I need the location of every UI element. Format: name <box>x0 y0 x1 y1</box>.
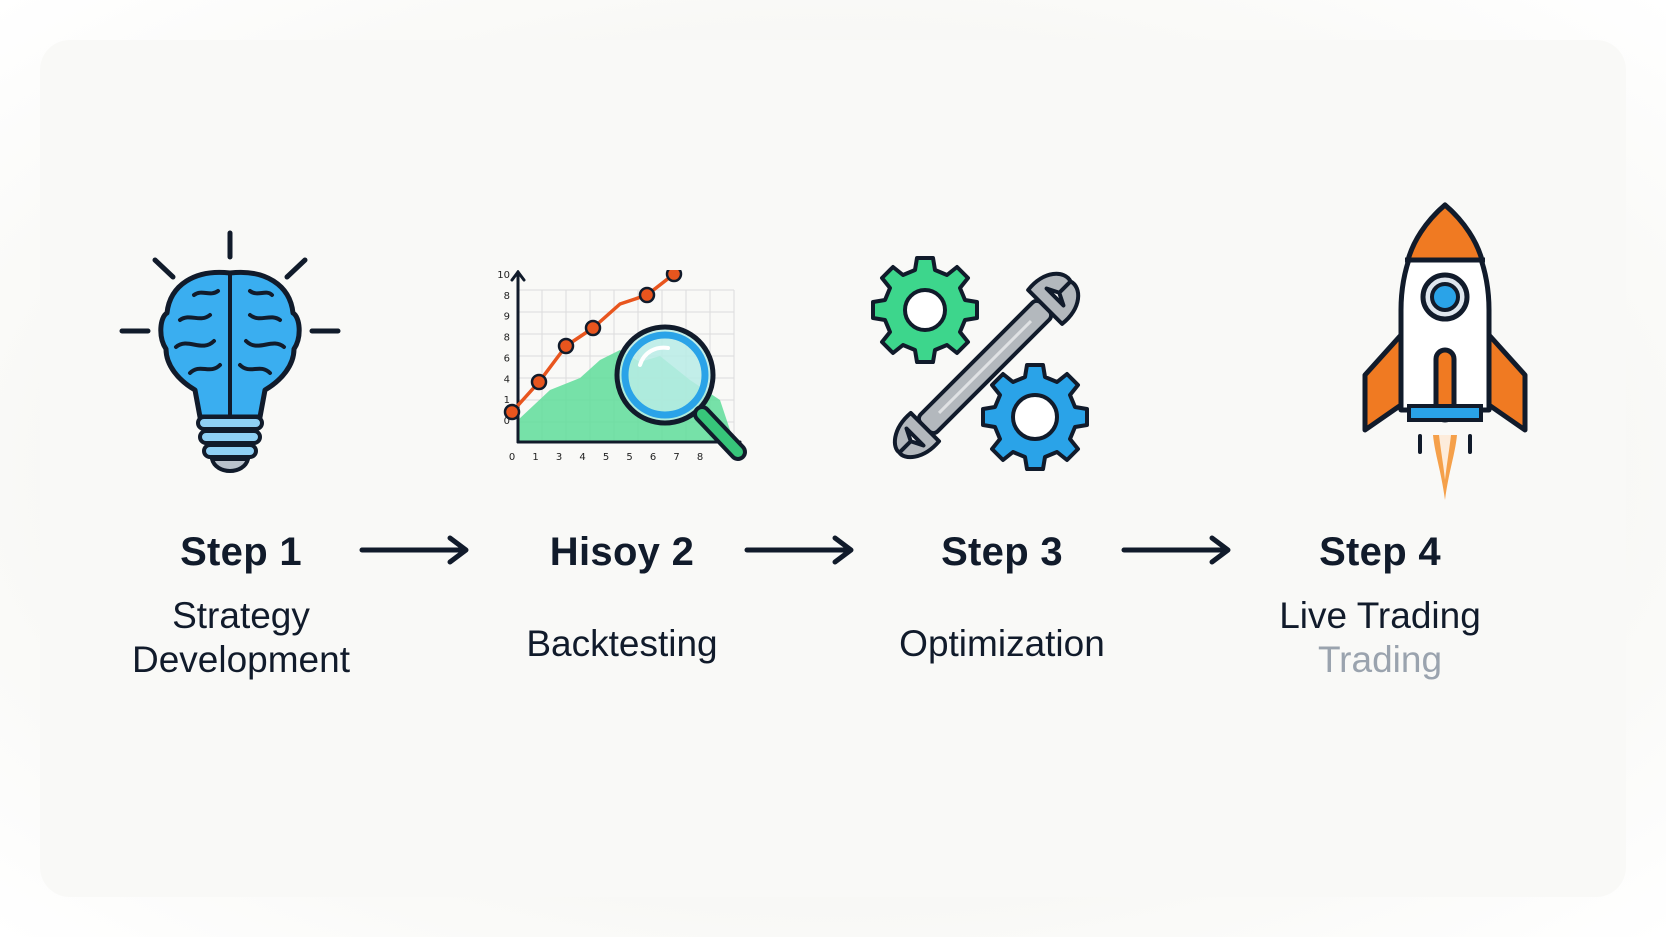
gears-wrench-icon <box>871 256 1089 471</box>
x-axis-ticks: 0 1 3 4 5 5 6 7 8 <box>509 452 703 463</box>
arrow-right-icon <box>1121 535 1231 565</box>
backtest-point <box>530 373 548 391</box>
y-tick-label: 0 <box>504 416 510 427</box>
step-1-label-line-1: Strategy <box>172 595 310 636</box>
y-tick-label: 4 <box>504 374 510 385</box>
x-tick-label: 4 <box>579 452 585 463</box>
rocket-icon <box>1362 202 1528 500</box>
step-4-label-line-2: Trading <box>1317 639 1443 680</box>
step-1-label: Strategy Development <box>76 594 406 682</box>
y-tick-label: 1 <box>504 395 510 406</box>
step-4-label: Live Trading Trading <box>1215 594 1545 682</box>
x-tick-label: 5 <box>626 452 632 463</box>
step-3-label: Optimization <box>837 622 1167 666</box>
step-2-label: Backtesting <box>457 622 787 666</box>
step-4-title: Step 4 <box>1319 530 1441 574</box>
brain-lightbulb-icon <box>119 230 341 474</box>
step-3-title: Step 3 <box>941 530 1063 574</box>
x-tick-label: 0 <box>509 452 515 463</box>
step-2-label-line-1: Backtesting <box>526 623 718 664</box>
backtest-point <box>503 403 521 421</box>
x-tick-label: 6 <box>650 452 656 463</box>
arrow-right-icon <box>744 535 854 565</box>
backtest-point <box>665 270 683 283</box>
y-tick-label: 8 <box>504 291 510 302</box>
x-tick-label: 7 <box>673 452 679 463</box>
x-tick-label: 8 <box>697 452 703 463</box>
step-2-title: Hisoy 2 <box>549 530 695 574</box>
backtest-points <box>503 270 683 421</box>
step-1-label-line-2: Development <box>131 639 350 680</box>
backtest-point <box>584 319 602 337</box>
backtest-point <box>638 286 656 304</box>
arrow-right-icon <box>359 535 469 565</box>
y-tick-label: 10 <box>497 270 510 281</box>
x-tick-label: 1 <box>532 452 538 463</box>
step-3-label-line-1: Optimization <box>899 623 1105 664</box>
y-tick-label: 9 <box>504 312 510 323</box>
background-panel <box>40 40 1626 897</box>
backtest-point <box>557 337 575 355</box>
y-tick-label: 8 <box>504 333 510 344</box>
x-tick-label: 5 <box>603 452 609 463</box>
x-tick-label: 3 <box>556 452 562 463</box>
step-1-title: Step 1 <box>180 530 302 574</box>
y-tick-label: 6 <box>504 353 510 364</box>
step-4-label-line-1: Live Trading <box>1279 595 1481 636</box>
